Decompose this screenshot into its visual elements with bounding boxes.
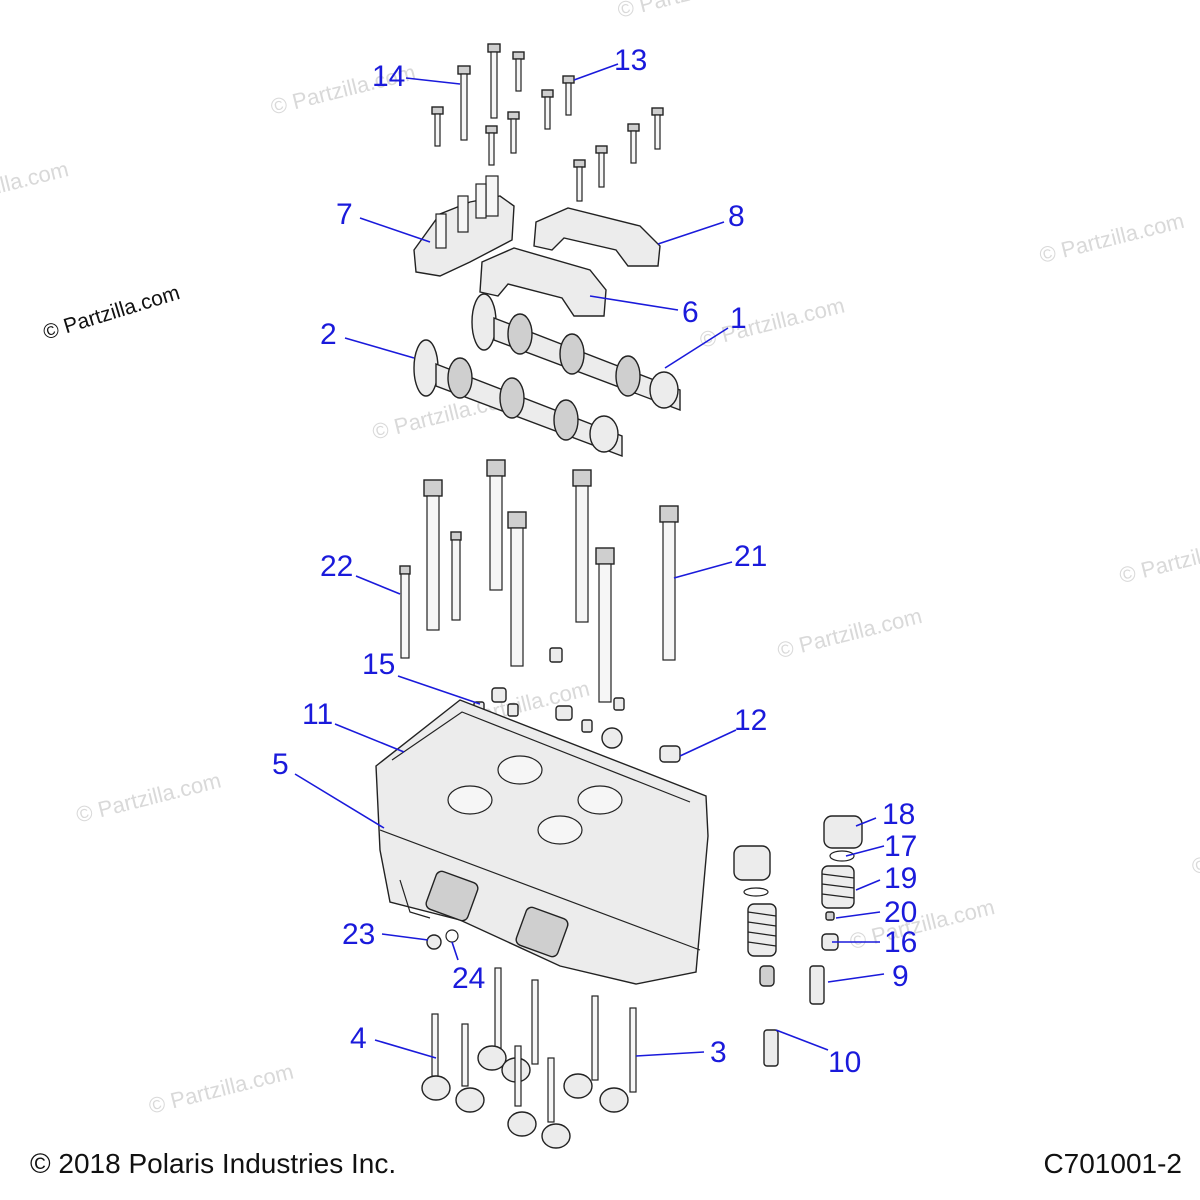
callout-24: 24 <box>452 962 485 995</box>
callout-3: 3 <box>710 1036 727 1069</box>
callout-7: 7 <box>336 198 353 231</box>
drawing-id: C701001-2 <box>1043 1148 1182 1179</box>
cap-bolts <box>431 43 664 202</box>
watermark: © Partzilla.com <box>1117 528 1200 588</box>
watermark: © Partzilla.com <box>775 603 925 663</box>
callout-4: 4 <box>350 1022 367 1055</box>
watermark: © Partzilla.com <box>615 0 765 23</box>
callout-13: 13 <box>614 44 647 77</box>
watermark: © Partzilla.com <box>1037 208 1187 268</box>
watermark: © Partzilla.com <box>697 293 847 353</box>
callout-18: 18 <box>882 798 915 831</box>
cam-cap-6 <box>479 247 607 317</box>
callout-14: 14 <box>372 60 405 93</box>
callout-11: 11 <box>302 698 333 731</box>
copyright-text: © 2018 Polaris Industries Inc. <box>30 1148 397 1179</box>
callout-5: 5 <box>272 748 289 781</box>
valve-train <box>733 815 863 1067</box>
callout-23: 23 <box>342 918 375 951</box>
watermark: © Partzilla.com <box>0 156 71 216</box>
callout-8: 8 <box>728 200 745 233</box>
watermark: © Partzilla.com <box>1189 819 1200 879</box>
callout-2: 2 <box>320 318 337 351</box>
cam-cap-7 <box>413 175 515 277</box>
callout-12: 12 <box>734 704 767 737</box>
callout-22: 22 <box>320 550 353 583</box>
camshaft-2 <box>413 339 623 458</box>
callout-21: 21 <box>734 540 767 573</box>
cam-cap-8 <box>533 207 661 267</box>
callout-20: 20 <box>884 896 917 929</box>
watermark: © Partzilla.com <box>146 1059 296 1119</box>
callouts: 1 2 3 4 5 6 7 8 9 10 11 12 13 14 15 16 1… <box>272 44 917 1079</box>
callout-1: 1 <box>730 302 747 335</box>
callout-9: 9 <box>892 960 909 993</box>
callout-10: 10 <box>828 1046 861 1079</box>
callout-17: 17 <box>884 830 917 863</box>
valves <box>421 967 637 1149</box>
callout-19: 19 <box>884 862 917 895</box>
callout-15: 15 <box>362 648 395 681</box>
leader-lines <box>294 63 885 1059</box>
watermark: © Partzilla.com <box>847 894 997 954</box>
watermark: © Partzilla.com <box>74 768 224 828</box>
camshaft-1 <box>471 293 681 412</box>
callout-16: 16 <box>884 926 917 959</box>
callout-6: 6 <box>682 296 699 329</box>
head-bolts <box>399 459 679 703</box>
cylinder-head-5 <box>375 699 709 985</box>
